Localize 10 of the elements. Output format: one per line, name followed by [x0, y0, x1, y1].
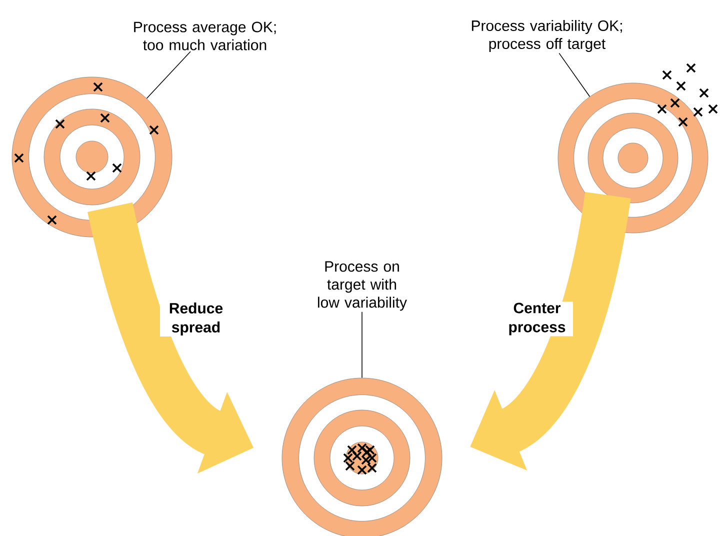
caption-text: Process average OK; too much variation [134, 22, 276, 50]
target-drawing [282, 378, 442, 536]
leader-line [558, 52, 590, 97]
edge-label: Center process [501, 302, 573, 336]
edge-label: Reduce spread [160, 302, 232, 336]
caption-text: Process variability OK; process off target [472, 20, 622, 52]
target-drawing [558, 63, 718, 234]
caption-text: Process on target with low variability [318, 261, 407, 311]
leader-line [146, 51, 191, 99]
target-drawing [12, 76, 172, 238]
